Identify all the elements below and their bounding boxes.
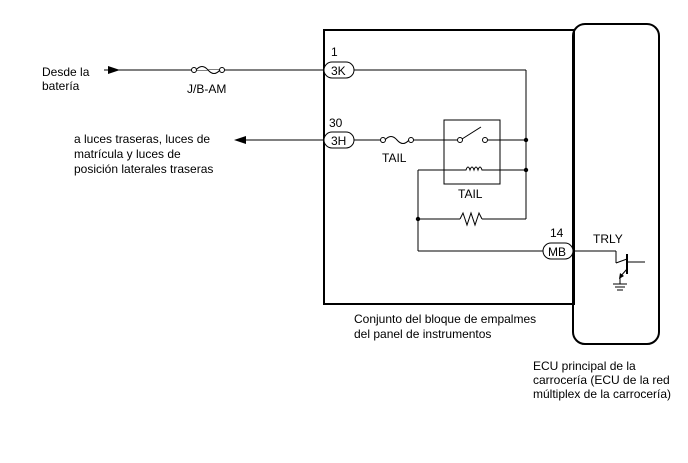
output-label-line3: posición laterales traseras [74,162,213,176]
relay-coil-icon [462,166,486,172]
junction-dot-219 [415,216,421,222]
fuse-tail-terminal-right [408,137,414,143]
output-arrow-icon [234,136,246,144]
pin30-number: 30 [329,116,343,130]
source-arrow-icon [108,66,120,74]
relay-switch-icon [461,126,482,140]
ecu-label-line2: carrocería (ECU de la red [533,373,670,387]
junction-dot-140 [523,137,529,143]
junction-block-label-line2: del panel de instrumentos [354,327,491,341]
source-label-line1: Desde la [42,65,90,79]
output-label-line1: a luces traseras, luces de [74,132,210,146]
pin-3h-code: 3H [331,134,346,148]
fuse-am-terminal-left [191,67,197,73]
relay-contact-right [482,137,488,143]
ecu-label-line3: múltiplex de la carrocería) [533,387,671,401]
fuse-tail-icon [384,136,410,144]
fuse-am-label: J/B-AM [187,82,226,96]
fuse-am-terminal-right [219,67,225,73]
fuse-tail-terminal-left [380,137,386,143]
pin-mb-code: MB [548,245,566,259]
resistor-icon [459,211,483,227]
pin14-number: 14 [550,226,564,240]
trly-label: TRLY [593,232,623,246]
ecu-box [572,23,660,345]
relay-contact-left [457,137,463,143]
transistor-collector [615,258,628,264]
junction-dot-170 [523,167,529,173]
fuse-tail-label: TAIL [382,151,407,165]
ecu-label-line1: ECU principal de la [533,359,636,373]
tail-relay-box [443,119,501,185]
relay-label: TAIL [458,187,483,201]
pin1-number: 1 [331,45,338,59]
junction-block-label-line1: Conjunto del bloque de empalmes [354,312,536,326]
output-label-line2: matrícula y luces de [74,147,181,161]
source-label-line2: batería [42,79,80,93]
fuse-am-icon [195,66,221,74]
pin-3k-code: 3K [331,64,346,78]
